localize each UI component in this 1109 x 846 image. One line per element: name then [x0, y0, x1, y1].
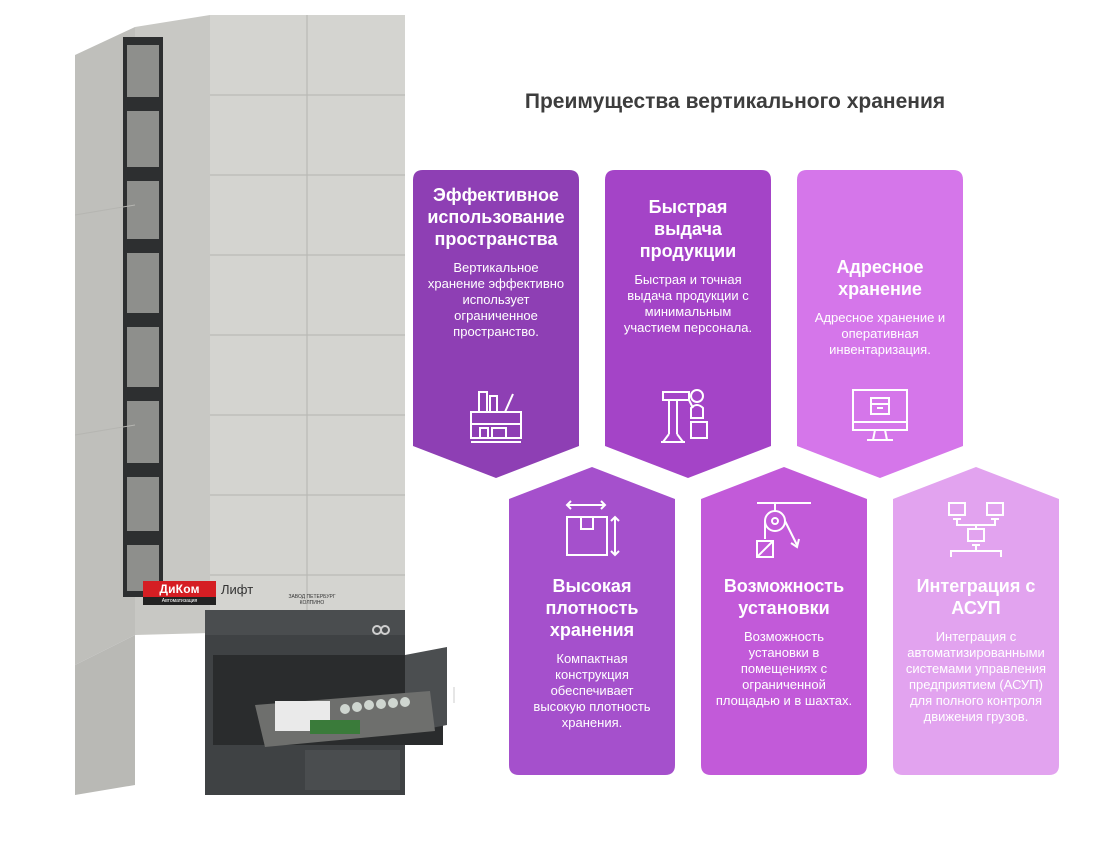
card-title: Быстрая выдача продукции: [639, 197, 737, 261]
card-high-density: Высокая плотность хранения Компактная ко…: [509, 467, 675, 775]
brand-logo-subtext: Автоматизация: [143, 597, 216, 605]
brand-logo: ДиКом Автоматизация: [143, 581, 216, 605]
box-dimensions-icon: [561, 499, 623, 561]
monitor-box-icon: [849, 384, 911, 446]
plant-label: Завод Петербург Колпино: [288, 594, 336, 606]
card-text: Адресное хранение и оперативная инвентар…: [814, 310, 946, 357]
card-title: Возможность установки: [723, 576, 845, 618]
card-text: Возможность установки в помещениях с огр…: [715, 629, 853, 708]
card-title: Высокая плотность хранения: [545, 576, 639, 640]
page-title: Преимущества вертикального хранения: [524, 90, 946, 113]
card-fast-delivery: Быстрая выдача продукции Быстрая и точна…: [605, 170, 771, 478]
card-title: Эффективное использование пространства: [427, 185, 565, 249]
pulley-icon: [753, 499, 815, 561]
vertical-lift-cabinet-image: [75, 15, 455, 805]
card-title: Адресное хранение: [836, 257, 924, 299]
network-icon: [945, 499, 1007, 561]
product-name: Лифт: [221, 582, 254, 597]
card-text: Компактная конструкция обеспечивает высо…: [533, 651, 651, 730]
shelves-icon: [465, 384, 527, 446]
card-text: Интеграция с автоматизированными система…: [905, 629, 1047, 724]
card-addressed-storage: Адресное хранение Адресное хранение и оп…: [797, 170, 963, 478]
card-erp-integration: Интеграция с АСУП Интеграция с автоматиз…: [893, 467, 1059, 775]
card-installation: Возможность установки Возможность устано…: [701, 467, 867, 775]
card-text: Вертикальное хранение эффективно использ…: [427, 260, 565, 339]
card-space-efficiency: Эффективное использование пространства В…: [413, 170, 579, 478]
brand-logo-text: ДиКом: [143, 581, 216, 597]
robot-arm-icon: [657, 384, 719, 446]
card-text: Быстрая и точная выдача продукции с мини…: [623, 272, 753, 335]
card-title: Интеграция с АСУП: [916, 576, 1036, 618]
